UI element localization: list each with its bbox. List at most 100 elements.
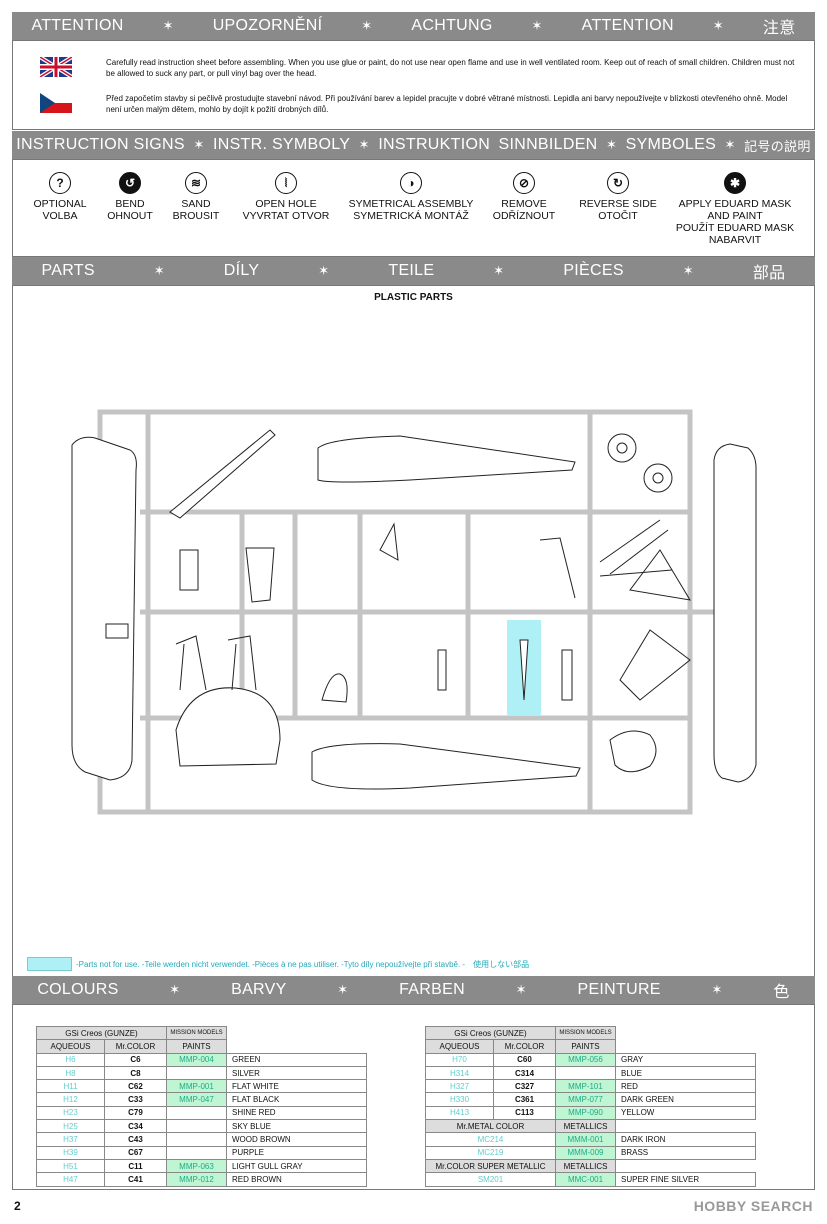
- warning-en-text: Carefully read instruction sheet before …: [106, 58, 795, 78]
- rudder-bar: [561, 649, 573, 701]
- metal-header: Mr.METAL COLOR: [425, 1119, 556, 1134]
- attention-frame: [12, 40, 815, 130]
- seat: [245, 547, 275, 603]
- aqueous-code: H413: [425, 1105, 494, 1121]
- uk-flag-icon: [40, 57, 72, 77]
- colour-name: PURPLE: [226, 1145, 367, 1160]
- colours-fr: PEINTURE: [577, 981, 661, 998]
- sign-label: SAND: [181, 198, 211, 210]
- sign-label: ODŘÍZNOUT: [492, 210, 556, 222]
- mrcolor-code: C43: [104, 1132, 167, 1147]
- struts-1: [599, 519, 673, 577]
- attention-de: ACHTUNG: [411, 17, 493, 34]
- signs-bar: INSTRUCTION SIGNS✶ INSTR. SYMBOLY✶ INSTR…: [12, 131, 815, 159]
- aqueous-code: H8: [36, 1065, 105, 1081]
- mrcolor-code: C67: [104, 1145, 167, 1160]
- signs-en: INSTRUCTION SIGNS: [16, 136, 185, 153]
- sand-icon: ≋: [185, 172, 207, 194]
- signs-jp: 記号の説明: [744, 138, 811, 154]
- mission-code: MMP-004: [166, 1052, 227, 1067]
- aqueous-code: H39: [36, 1145, 105, 1160]
- sign-label: REVERSE SIDE: [579, 198, 657, 210]
- mission-code: MMM-009: [555, 1145, 616, 1160]
- mission-code: [166, 1132, 227, 1147]
- mission-header: MISSION MODELS: [166, 1025, 227, 1041]
- aqueous-code: H37: [36, 1132, 105, 1147]
- mrcolor-code: C62: [104, 1079, 167, 1094]
- mission-code: [166, 1119, 227, 1134]
- gsi-header-right: GSi Creos (GUNZE): [425, 1025, 556, 1041]
- colour-name: RED BROWN: [226, 1172, 367, 1187]
- warning-cz: Před započetím stavby si pečlivě prostud…: [40, 93, 800, 115]
- symmetrical-icon: ◑: [400, 172, 422, 194]
- control-column: [437, 649, 447, 691]
- mrcolor-code: C79: [104, 1105, 167, 1121]
- mission-code: MMP-047: [166, 1092, 227, 1107]
- aqueous-code: H330: [425, 1092, 494, 1107]
- bend-icon: ↺: [119, 172, 141, 194]
- mrcolor-code: SM201: [425, 1172, 556, 1187]
- parts-jp: 部品: [752, 265, 786, 282]
- colour-name: FLAT WHITE: [226, 1079, 367, 1094]
- mrcolor-code: C314: [493, 1065, 556, 1081]
- colour-name: FLAT BLACK: [226, 1092, 367, 1107]
- colours-en: COLOURS: [37, 981, 119, 998]
- parts-fr: PIÈCES: [563, 262, 624, 279]
- upper-wing: [71, 436, 137, 781]
- sign-label: VOLBA: [42, 210, 78, 222]
- mission-code: MMP-063: [166, 1158, 227, 1174]
- sprue-diagram: [71, 409, 757, 815]
- remove-icon: ⊘: [513, 172, 535, 194]
- signs-fr: SYMBOLES: [625, 136, 717, 153]
- aqueous-header-right: AQUEOUS: [425, 1039, 494, 1054]
- sign-label: BROUSIT: [172, 210, 220, 222]
- mission-code: [166, 1145, 227, 1160]
- spinner: [609, 730, 657, 773]
- parts-cz: DÍLY: [223, 262, 260, 279]
- sign-label: APPLY EDUARD MASK: [678, 198, 792, 210]
- aqueous-code: H23: [36, 1105, 105, 1121]
- mission-code: MMP-012: [166, 1172, 227, 1187]
- not-for-use-legend: -Parts not for use. -Teile werden nicht …: [76, 960, 530, 969]
- not-for-use-swatch: [27, 957, 72, 971]
- aqueous-code: H12: [36, 1092, 105, 1107]
- colour-name: DARK IRON: [615, 1132, 756, 1147]
- colour-name: BRASS: [615, 1145, 756, 1160]
- aqueous-code: H11: [36, 1079, 105, 1094]
- mrcolor-code: C8: [104, 1065, 167, 1081]
- colours-bar: COLOURS✶ BARVY✶ FARBEN✶ PEINTURE✶ 色: [12, 976, 815, 1004]
- mrcolor-header-right: Mr.COLOR: [493, 1039, 556, 1054]
- sign-label: OPTIONAL: [33, 198, 87, 210]
- colour-table-left: GSi Creos (GUNZE) MISSION MODELS AQUEOUS…: [36, 1025, 367, 1187]
- mrcolor-code: C33: [104, 1092, 167, 1107]
- mrcolor-code: MC219: [425, 1145, 556, 1160]
- mrcolor-code: C6: [104, 1052, 167, 1067]
- colours-frame: [12, 1004, 815, 1190]
- sign-label: NABARVIT: [708, 234, 762, 246]
- question-icon: ?: [49, 172, 71, 194]
- attention-bar: ATTENTION✶ UPOZORNĚNÍ✶ ACHTUNG✶ ATTENTIO…: [12, 12, 815, 40]
- wheel-1: [607, 433, 637, 463]
- sign-label: SYMETRICKÁ MONTÁŽ: [353, 210, 469, 222]
- gun: [519, 639, 529, 701]
- mrcolor-code: MC214: [425, 1132, 556, 1147]
- attention-jp: 注意: [762, 20, 796, 37]
- colour-name: WOOD BROWN: [226, 1132, 367, 1147]
- sign-label: AND PAINT: [707, 210, 763, 222]
- colours-jp: 色: [773, 984, 790, 1001]
- mask-icon: ✱: [724, 172, 746, 194]
- metallics-header: METALLICS: [555, 1119, 616, 1134]
- mrcolor-code: C361: [493, 1092, 556, 1107]
- mission-header-right: MISSION MODELS: [555, 1025, 616, 1041]
- colour-name: SILVER: [226, 1065, 367, 1081]
